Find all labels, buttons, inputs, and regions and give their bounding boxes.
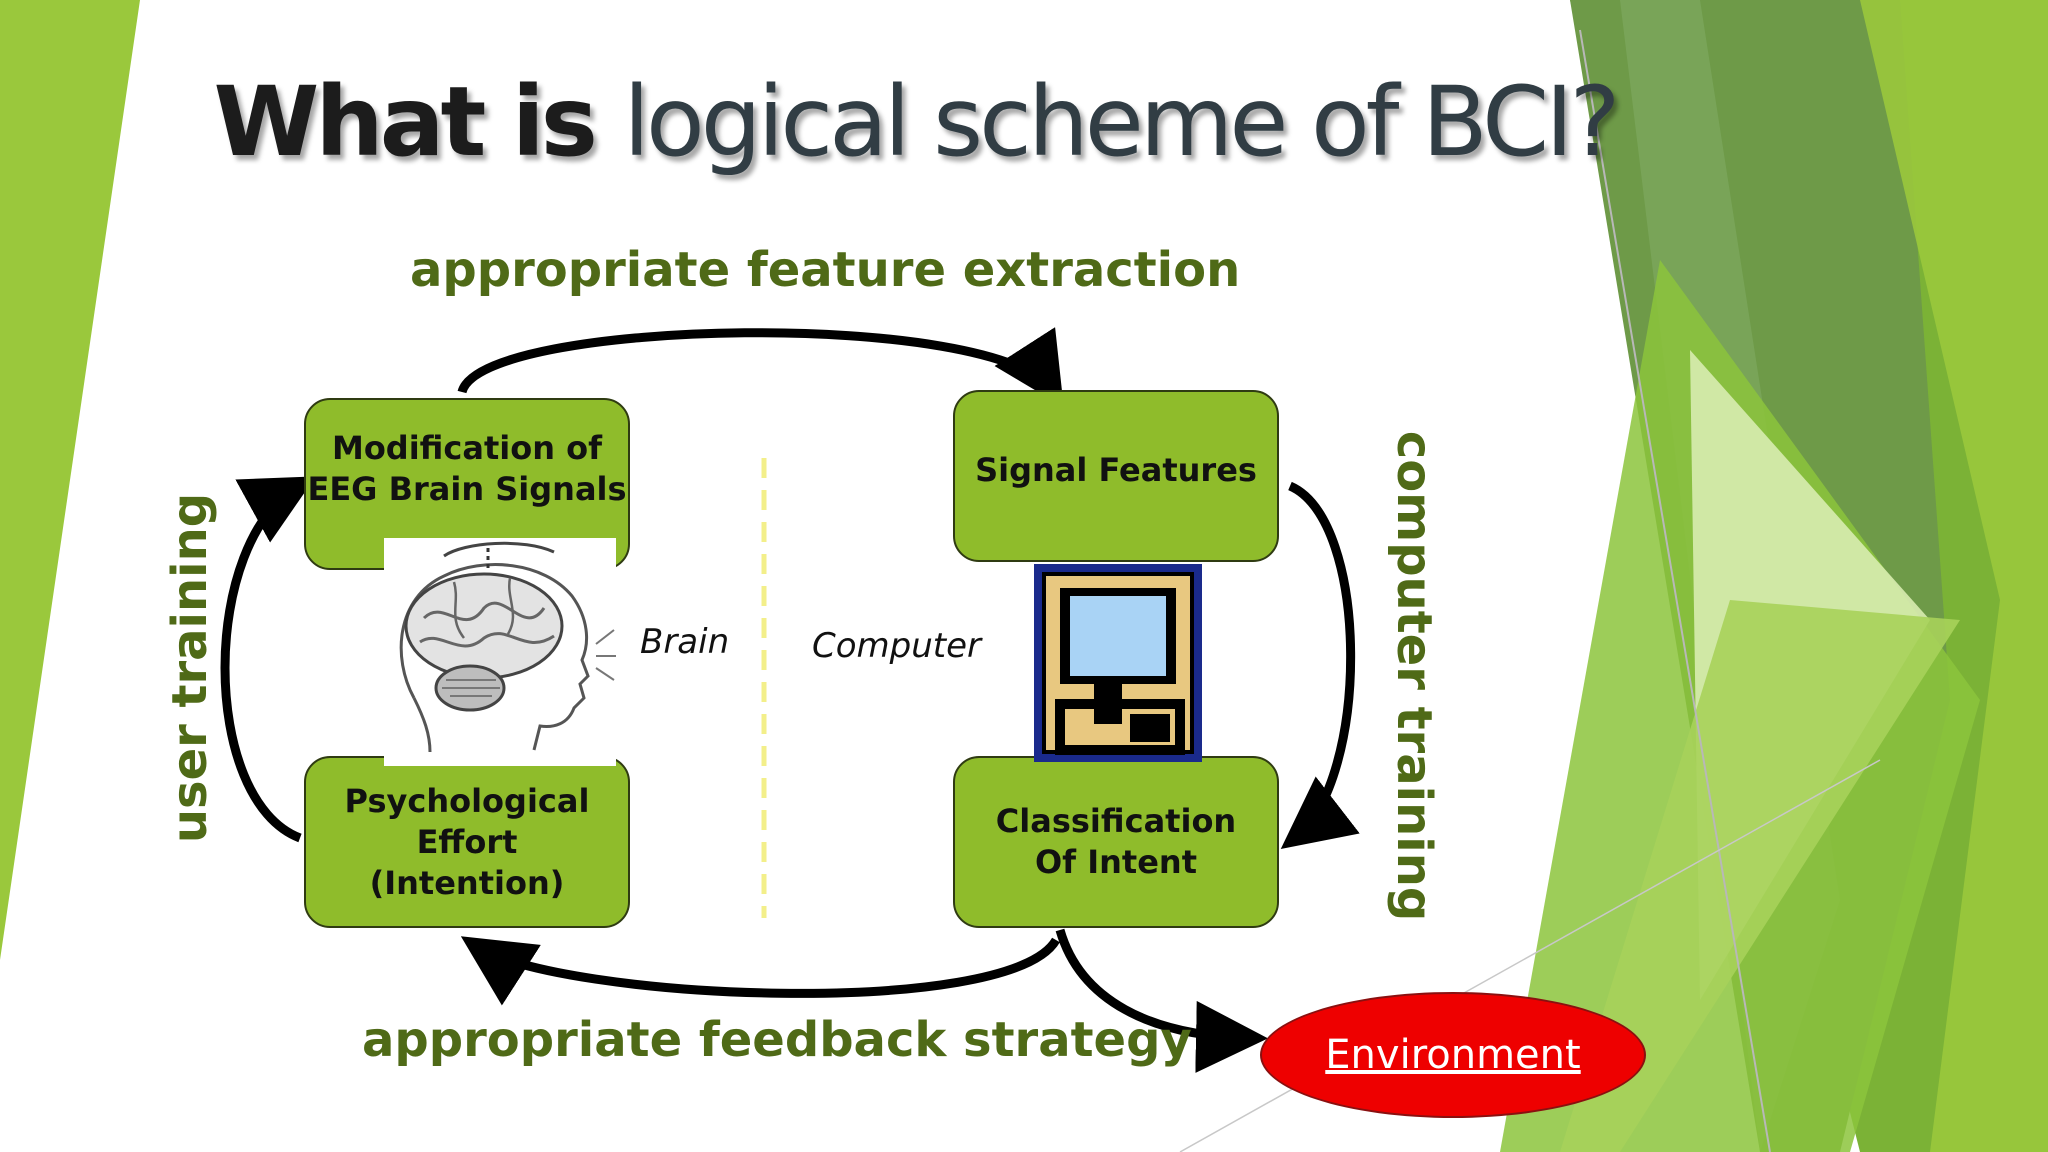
- node-signal-features: Signal Features: [953, 390, 1279, 562]
- node-environment[interactable]: Environment: [1260, 992, 1646, 1118]
- arrow-user-training: [220, 476, 316, 843]
- environment-link[interactable]: Environment: [1325, 1032, 1581, 1078]
- brain-illustration-icon: [384, 538, 616, 766]
- arrow-computer-training: [1280, 481, 1360, 850]
- arrow-feedback-strategy: [460, 936, 1060, 1006]
- label-feature-extraction: appropriate feature extraction: [410, 242, 1241, 298]
- label-computer-training: computer training: [1386, 430, 1442, 922]
- arrow-to-environment: [1055, 928, 1268, 1073]
- title-part-2: logical scheme of BCI?: [623, 66, 1620, 178]
- title-part-1: What is: [213, 66, 624, 178]
- node-psychological-effort: Psychological Effort (Intention): [304, 756, 630, 928]
- label-computer: Computer: [812, 626, 982, 666]
- arrow-feature-extraction: [457, 327, 1064, 408]
- computer-chip-icon: [1034, 564, 1202, 762]
- node-classification: Classification Of Intent: [953, 756, 1279, 928]
- slide-title: What is logical scheme of BCI?: [0, 62, 1830, 182]
- label-feedback-strategy: appropriate feedback strategy: [362, 1012, 1192, 1068]
- label-user-training: user training: [162, 492, 218, 844]
- label-brain: Brain: [640, 622, 730, 662]
